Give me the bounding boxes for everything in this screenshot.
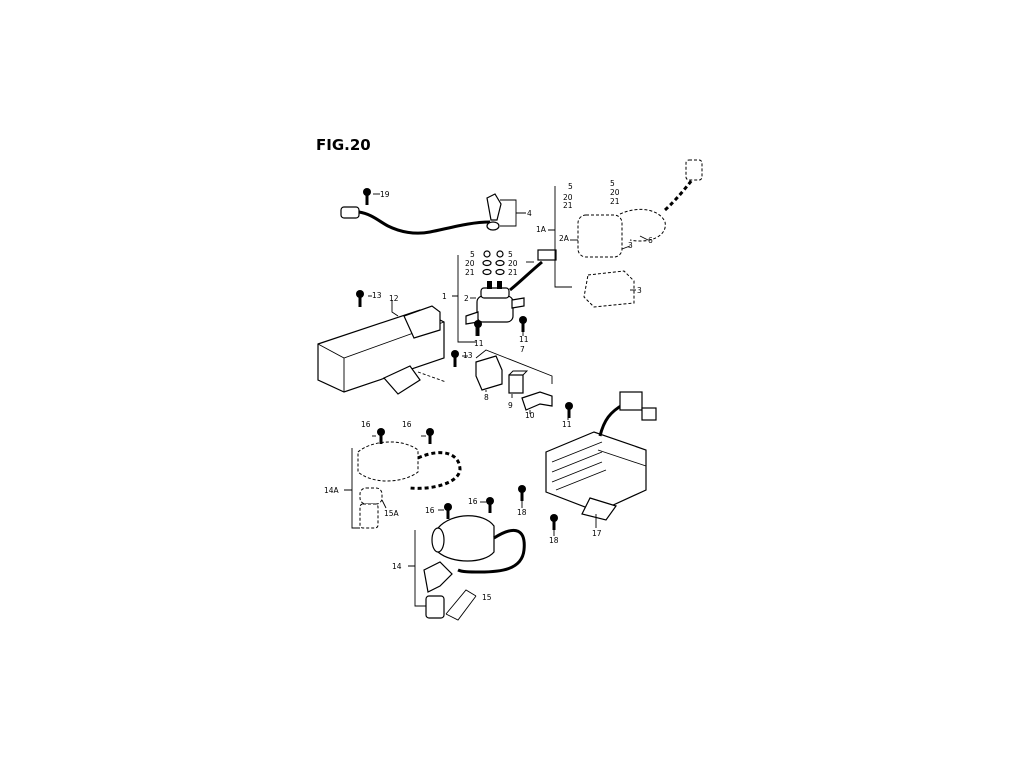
- callout-5: 5: [508, 250, 513, 259]
- callout-11: 11: [474, 339, 484, 348]
- bolt-13-mid: [451, 350, 459, 367]
- callout-4: 4: [527, 209, 532, 218]
- callout-13: 13: [372, 291, 382, 300]
- callout-21: 21: [508, 268, 518, 277]
- callout-21: 21: [563, 201, 573, 210]
- callout-7: 7: [520, 345, 525, 354]
- callout-2: 2: [464, 294, 469, 303]
- callout-19: 19: [380, 190, 390, 199]
- bolt-18-a: [518, 485, 526, 501]
- bolt-18-b: [550, 514, 558, 530]
- bolt-13-top: [356, 290, 364, 307]
- starter-relay-alt: [577, 159, 703, 308]
- callout-15A: 15A: [384, 509, 400, 518]
- callout-9: 9: [508, 401, 513, 410]
- bolt-16-c: [444, 503, 452, 519]
- callout-3: 3: [637, 286, 642, 295]
- ecu-unit: [317, 305, 447, 395]
- callout-21: 21: [465, 268, 475, 277]
- callout-15: 15: [482, 593, 492, 602]
- callout-11: 11: [519, 335, 529, 344]
- bolt-16-a: [377, 428, 385, 444]
- callout-labels: 19 4 5 5 20 20 21 21 1 2 13 12 11 11 13 …: [324, 179, 653, 602]
- callout-18: 18: [549, 536, 559, 545]
- callout-2A: 2A: [559, 234, 570, 243]
- battery-cable: [340, 193, 502, 235]
- bolt-19: [363, 188, 371, 205]
- washers-set-1: [482, 250, 505, 276]
- bracket-10: [521, 391, 553, 411]
- callout-16: 16: [425, 506, 435, 515]
- ignition-coil: [423, 515, 526, 619]
- fuse-9: [508, 370, 529, 394]
- callout-20: 20: [465, 259, 475, 268]
- bolt-11-bracket: [565, 402, 573, 418]
- callout-5: 5: [610, 179, 615, 188]
- callout-20: 20: [563, 193, 573, 202]
- callout-17: 17: [592, 529, 602, 538]
- callout-16: 16: [361, 420, 371, 429]
- callout-21: 21: [610, 197, 620, 206]
- bolt-16-b: [426, 428, 434, 444]
- regulator-rectifier: [545, 391, 657, 521]
- bolt-11-right: [519, 316, 527, 332]
- callout-5: 5: [470, 250, 475, 259]
- callout-14A: 14A: [324, 486, 340, 495]
- callout-12: 12: [389, 294, 399, 303]
- bolt-11-left: [474, 320, 482, 336]
- callout-14: 14: [392, 562, 402, 571]
- callout-10: 10: [525, 411, 535, 420]
- leader-lines: [344, 186, 649, 621]
- callout-16: 16: [402, 420, 412, 429]
- callout-16: 16: [468, 497, 478, 506]
- bolt-16-d: [486, 497, 494, 513]
- callout-13: 13: [463, 351, 473, 360]
- callout-11: 11: [562, 420, 572, 429]
- relay-8: [475, 355, 503, 391]
- callout-6: 6: [648, 236, 653, 245]
- callout-1: 1: [442, 292, 447, 301]
- callout-20: 20: [610, 188, 620, 197]
- ignition-coil-alt: [357, 441, 462, 529]
- starter-relay: [465, 249, 557, 325]
- callout-5: 5: [568, 182, 573, 191]
- callout-20: 20: [508, 259, 518, 268]
- callout-1A: 1A: [536, 225, 547, 234]
- callout-3: 3: [628, 241, 633, 250]
- callout-8: 8: [484, 393, 489, 402]
- callout-18: 18: [517, 508, 527, 517]
- figure-title: FIG.20: [316, 136, 371, 154]
